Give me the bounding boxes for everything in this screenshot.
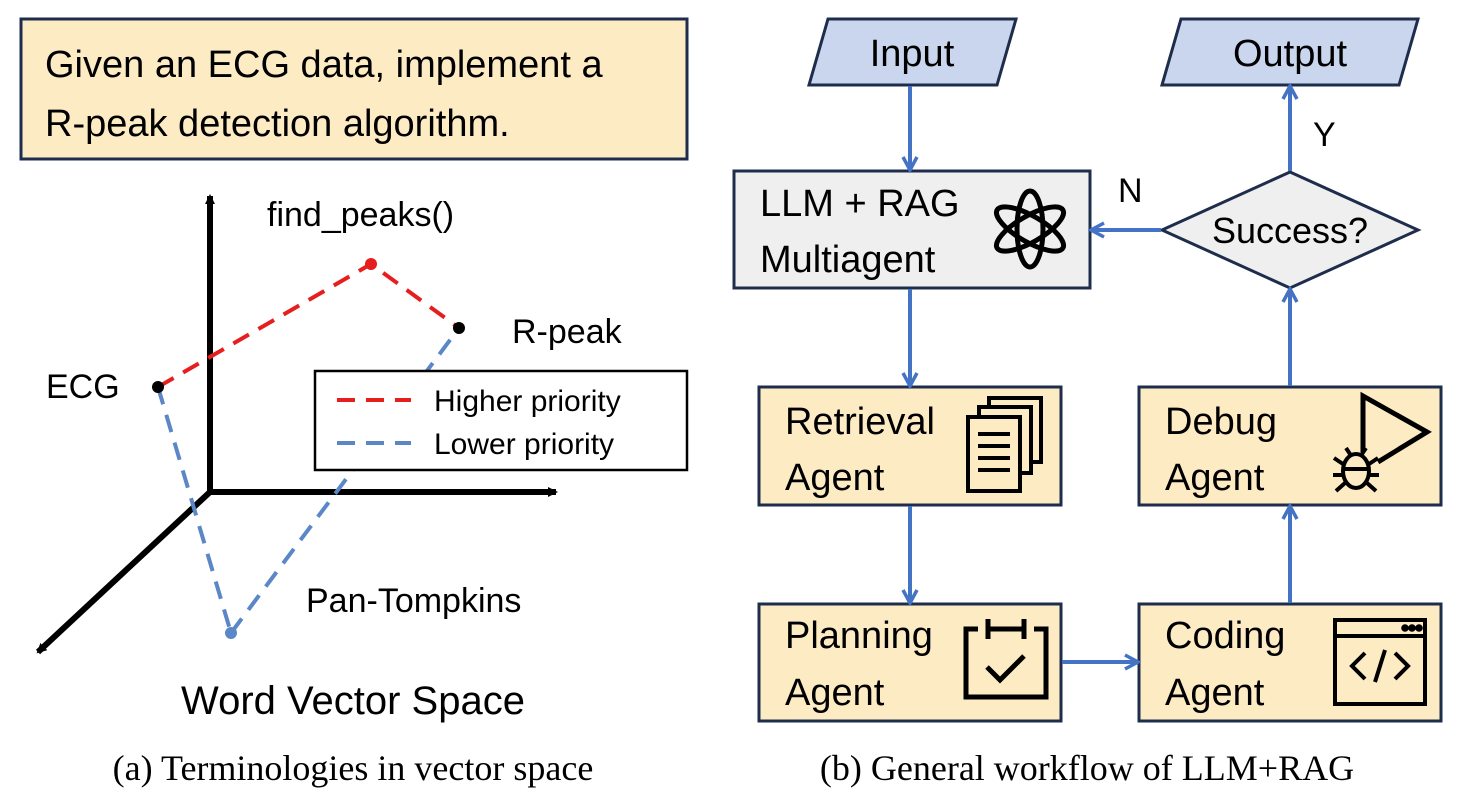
planning-label-line1: Planning bbox=[785, 615, 933, 657]
llm-label-line2: Multiagent bbox=[760, 239, 936, 281]
panel-b: Input Output LLM + RAG Multiagent Succes… bbox=[732, 17, 1443, 788]
pan-tompkins-label: Pan-Tompkins bbox=[306, 582, 521, 620]
output-label: Output bbox=[1233, 33, 1348, 75]
input-label: Input bbox=[870, 33, 955, 75]
bug-icon bbox=[1332, 446, 1380, 493]
debug-agent-node bbox=[1137, 385, 1443, 507]
retrieval-label-line1: Retrieval bbox=[785, 401, 935, 443]
lower-priority-path-rpeak bbox=[229, 326, 461, 635]
retrieval-label-line2: Agent bbox=[785, 457, 885, 499]
planning-agent-node bbox=[757, 602, 1063, 723]
panel-a: Given an ECG data, implement a R-peak de… bbox=[19, 17, 689, 788]
pan-tompkins-point bbox=[225, 627, 237, 639]
llm-label-line1: LLM + RAG bbox=[760, 183, 960, 225]
flow-arrows bbox=[910, 86, 1290, 662]
space-title: Word Vector Space bbox=[181, 679, 525, 723]
legend: Higher priority Lower priority bbox=[313, 369, 689, 472]
documents-icon bbox=[966, 396, 1043, 493]
planning-label-line2: Agent bbox=[785, 672, 885, 714]
coding-label-line1: Coding bbox=[1165, 615, 1285, 657]
debug-label-line2: Agent bbox=[1165, 457, 1265, 499]
code-window-icon bbox=[1333, 618, 1427, 706]
ecg-point bbox=[152, 381, 164, 393]
legend-higher-label: Higher priority bbox=[434, 385, 621, 418]
caption-b: (b) General workflow of LLM+RAG bbox=[820, 748, 1354, 788]
lower-priority-path-ecg bbox=[156, 386, 233, 634]
r-peak-point bbox=[453, 322, 465, 334]
debug-play-icon bbox=[1360, 391, 1432, 465]
coding-agent-node bbox=[1137, 602, 1443, 723]
r-peak-label: R-peak bbox=[512, 313, 623, 351]
task-text-line1: Given an ECG data, implement a bbox=[45, 44, 603, 86]
caption-a: (a) Terminologies in vector space bbox=[113, 748, 594, 788]
task-text-line2: R-peak detection algorithm. bbox=[45, 103, 510, 145]
task-box bbox=[19, 17, 689, 161]
calendar-check-icon bbox=[963, 619, 1049, 700]
ecg-label: ECG bbox=[46, 368, 120, 406]
legend-lower-label: Lower priority bbox=[434, 428, 614, 461]
coding-label-line2: Agent bbox=[1165, 672, 1265, 714]
no-label: N bbox=[1118, 172, 1143, 210]
find-peaks-point bbox=[365, 258, 377, 270]
input-node bbox=[807, 17, 1018, 87]
z-axis bbox=[35, 489, 213, 655]
decision-label: Success? bbox=[1212, 210, 1368, 251]
legend-box bbox=[313, 369, 689, 472]
find-peaks-label: find_peaks() bbox=[267, 196, 454, 234]
higher-priority-path bbox=[156, 261, 461, 389]
output-node bbox=[1160, 17, 1420, 87]
debug-label-line1: Debug bbox=[1165, 401, 1277, 443]
yes-label: Y bbox=[1313, 116, 1336, 154]
